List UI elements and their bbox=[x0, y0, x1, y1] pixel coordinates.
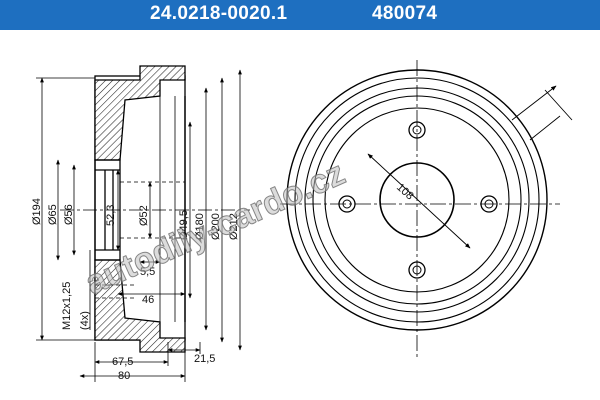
dimension-lines bbox=[36, 69, 242, 382]
part-number: 24.0218-0020.1 bbox=[150, 3, 288, 24]
reference-number: 480074 bbox=[372, 3, 438, 24]
dim-21-5: 21,5 bbox=[194, 353, 215, 365]
dim-pcd-108: 108 bbox=[394, 181, 416, 202]
dim-count: (4x) bbox=[79, 311, 91, 330]
dim-d65: Ø65 bbox=[47, 204, 59, 225]
dim-67-5: 67,5 bbox=[112, 356, 133, 368]
technical-drawing: Ø194 Ø65 Ø56 M12x1,25 (4x) 52,3 Ø52 Ø49,… bbox=[31, 60, 573, 382]
header-bar: 24.0218-0020.1 480074 bbox=[0, 0, 600, 30]
dim-d200: Ø200 bbox=[210, 213, 222, 240]
section-hatch-top bbox=[94, 65, 186, 161]
dim-52-3: 52,3 bbox=[105, 205, 117, 226]
dim-d212: Ø212 bbox=[228, 213, 240, 240]
front-view bbox=[280, 60, 573, 360]
dim-5-5: 5,5 bbox=[140, 266, 155, 278]
dim-d180: Ø180 bbox=[194, 213, 206, 240]
dim-d56: Ø56 bbox=[63, 204, 75, 225]
dim-thread: M12x1,25 bbox=[61, 282, 73, 330]
dim-46: 46 bbox=[142, 294, 154, 306]
dim-d194: Ø194 bbox=[31, 198, 43, 225]
side-section-view bbox=[60, 65, 250, 353]
dim-d49-5: Ø49,5 bbox=[178, 210, 190, 240]
dim-80: 80 bbox=[118, 370, 130, 382]
dim-d52: Ø52 bbox=[138, 205, 150, 226]
